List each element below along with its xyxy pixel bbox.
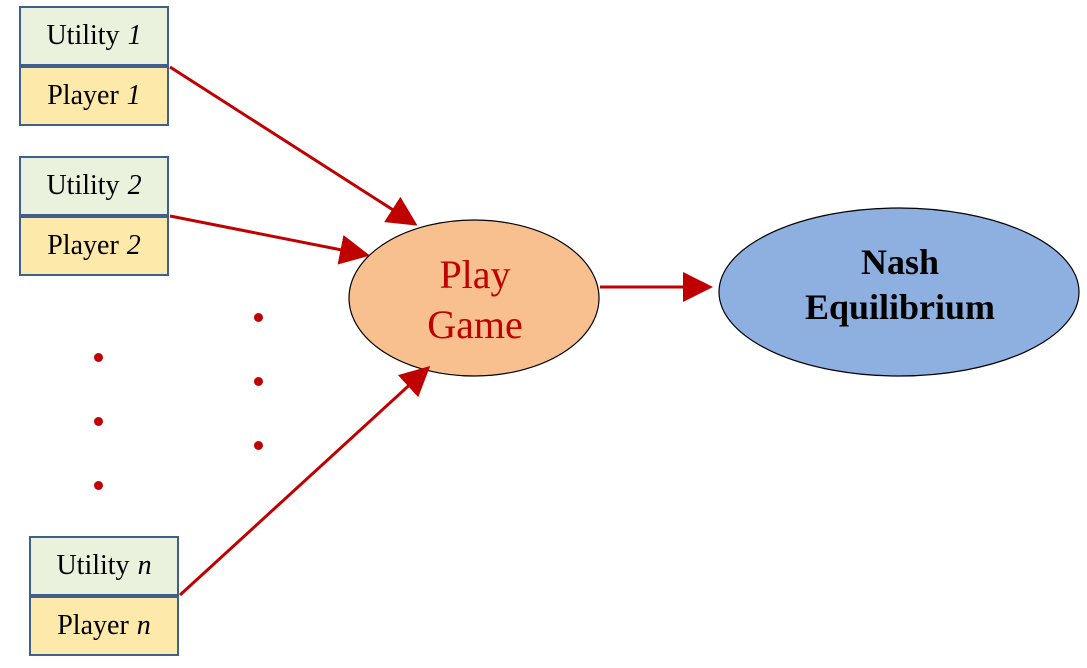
- play-game-ellipse: [348, 219, 600, 377]
- nash-equilibrium-label: Nash Equilibrium: [720, 240, 1080, 330]
- utility-1-label: Utility: [46, 20, 120, 51]
- ellipsis-dot: [94, 417, 103, 426]
- nash-line2: Equilibrium: [804, 287, 996, 327]
- nash-line1: Nash: [860, 242, 940, 282]
- utility-n-box: Utility n: [29, 536, 179, 596]
- ellipsis-dot: [94, 353, 103, 362]
- ellipsis-dot: [254, 377, 263, 386]
- utility-2-box: Utility 2: [19, 156, 169, 216]
- player-n-index: n: [136, 610, 151, 641]
- utility-2-label: Utility: [46, 170, 120, 201]
- player-n-label: Player: [57, 610, 129, 641]
- arrow-player-1-to-game: [169, 65, 418, 226]
- player-n-box: Player n: [29, 596, 179, 656]
- utility-1-index: 1: [127, 20, 142, 51]
- player-2-box: Player 2: [19, 216, 169, 276]
- ellipsis-dot: [94, 481, 103, 490]
- play-game-label: Play Game: [350, 250, 600, 350]
- ellipsis-dot: [254, 313, 263, 322]
- arrow-player-n-to-game: [178, 365, 431, 597]
- player-1-box: Player 1: [19, 66, 169, 126]
- utility-2-index: 2: [127, 170, 142, 201]
- play-game-line2: Game: [427, 302, 523, 347]
- utility-1-box: Utility 1: [19, 6, 169, 66]
- player-1-label: Player: [47, 80, 119, 111]
- ellipsis-dot: [254, 441, 263, 450]
- arrow-player-2-to-game: [169, 214, 370, 265]
- nash-equilibrium-ellipse: [718, 207, 1080, 377]
- player-1-index: 1: [126, 80, 141, 111]
- player-2-label: Player: [47, 230, 119, 261]
- play-game-line1: Play: [439, 252, 511, 297]
- player-2-index: 2: [126, 230, 141, 261]
- utility-n-label: Utility: [56, 550, 130, 581]
- utility-n-index: n: [137, 550, 152, 581]
